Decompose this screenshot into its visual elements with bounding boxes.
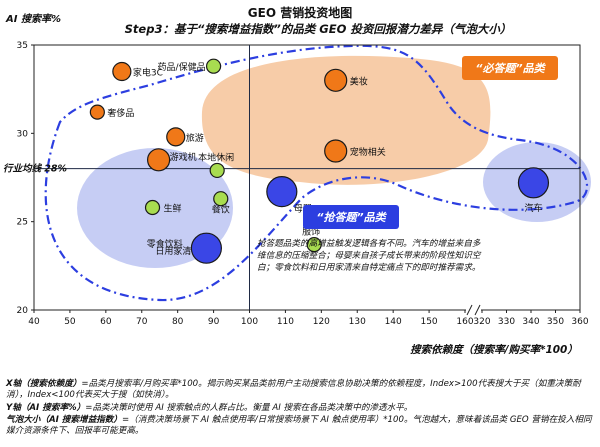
bubble — [324, 68, 348, 92]
bubble — [306, 237, 322, 253]
x-tick-label: 130 — [349, 317, 366, 327]
x-axis-definition: X轴（搜索依赖度）=品类月搜索率/月购买率*100。揭示购买某品类前用户主动搜索… — [6, 379, 594, 401]
bubble — [147, 148, 171, 172]
must-answer-badge-bg — [462, 56, 558, 80]
y-axis-definition: Y轴（AI 搜索率%）=品类决策时使用 AI 搜索触点的人群占比。衡量 AI 搜… — [6, 403, 594, 414]
must-answer-badge-text: “必答题”品类 — [475, 62, 546, 75]
bubble-size-definition-title: 气泡大小（AI 搜索增益指数） — [6, 415, 122, 425]
bubbles — [89, 58, 550, 264]
bubble-label: 零食饮料 — [147, 238, 183, 250]
must-answer-badge: “必答题”品类 — [462, 56, 558, 80]
bubble-label: 药品/保健品 — [158, 61, 206, 73]
quick-answer-cluster-outline — [44, 44, 589, 302]
bubble — [166, 127, 186, 147]
bubble-label: 日用家清 — [155, 245, 191, 257]
x-tick-label: 320 — [473, 317, 490, 327]
explanation-line-3: 白；零食饮料和日用家清来自特定痛点下的即时推荐需求。 — [257, 262, 480, 273]
quick-answer-badge-bg — [303, 205, 399, 229]
x-axis-definition-text: =品类月搜索率/月购买率*100。揭示购买某品类前用户主动搜索信息协助决策的依赖… — [6, 379, 581, 400]
bubble — [213, 191, 229, 207]
reference-lines: 行业均线 28% — [3, 45, 580, 310]
bubble-label: 旅游 — [186, 132, 204, 144]
chart-title: GEO 营销投资地图 — [248, 5, 352, 20]
x-tick-label: 110 — [277, 317, 294, 327]
bubble — [324, 139, 348, 163]
axis-break-mark — [466, 304, 473, 316]
x-axis-title: 搜索依赖度（搜索率/购买率*100） — [410, 343, 578, 356]
bubble-label: 家电3C — [133, 67, 163, 79]
bubble — [190, 232, 222, 264]
cluster-regions — [44, 44, 591, 302]
bubble-size-definition: 气泡大小（AI 搜索增益指数）=（消费决策场景下 AI 触点使用率/日常搜索场景… — [6, 415, 594, 437]
bubble — [205, 58, 222, 74]
average-line-label: 行业均线 28% — [3, 163, 67, 175]
x-tick-label: 120 — [313, 317, 330, 327]
bubble-label: 美妆 — [350, 75, 368, 87]
bubble-size-definition-text: =（消费决策场景下 AI 触点使用率/日常搜索场景下 AI 触点使用率）*100… — [6, 415, 592, 436]
bubble — [89, 104, 105, 120]
bubble — [112, 61, 132, 82]
x-tick-label: 60 — [100, 317, 112, 327]
x-tick-label: 90 — [208, 317, 220, 327]
quick-answer-badge: “抢答题”品类 — [303, 205, 399, 229]
quick-answer-explanation: 抢答题品类的高增益触发逻辑各有不同。汽车的增益来自多 维信息的压缩整合；母婴来自… — [257, 238, 482, 273]
bubble-label: 母婴 — [294, 204, 312, 215]
x-tick-label: 350 — [547, 317, 564, 327]
y-tick-label: 25 — [17, 218, 28, 228]
x-tick-label: 150 — [420, 317, 437, 327]
explanation-line-1: 抢答题品类的高增益触发逻辑各有不同。汽车的增益来自多 — [257, 238, 481, 249]
chart-subtitle: Step3：基于“搜索增益指数”的品类 GEO 投资回报潜力差异（气泡大小） — [125, 22, 512, 36]
y-tick-label: 30 — [17, 129, 29, 139]
x-tick-label: 40 — [28, 317, 40, 327]
bubble-label: 本地休闲 — [198, 151, 234, 163]
plot-frame — [33, 44, 581, 311]
x-tick-label: 160 — [456, 317, 473, 327]
bubble — [209, 162, 225, 179]
bubble-label: 宠物相关 — [350, 146, 386, 158]
x-axis-definition-title: X轴（搜索依赖度） — [6, 379, 82, 389]
bubble-label: 游戏机 — [170, 151, 197, 163]
bubble-label: 奢侈品 — [107, 107, 134, 119]
bubble-label: 生鲜 — [164, 203, 182, 215]
bubble-label: 餐饮 — [212, 204, 230, 216]
x-tick-label: 100 — [241, 317, 258, 327]
y-axis-definition-text: =品类决策时使用 AI 搜索触点的人群占比。衡量 AI 搜索在各品类决策中的渗透… — [85, 403, 413, 413]
bubble — [266, 176, 298, 208]
x-tick-label: 140 — [385, 317, 402, 327]
explanation-line-2: 维信息的压缩整合；母婴来自孩子成长带来的阶段性知识空 — [257, 250, 482, 261]
bubble — [517, 167, 550, 199]
axis-break-gap — [466, 307, 481, 313]
y-tick-label: 20 — [17, 306, 29, 316]
x-tick-label: 50 — [64, 317, 76, 327]
point-labels: 药品/保健品本地休闲生鲜餐饮零食饮料服饰美妆家电3C奢侈品宠物相关旅游游戏机母婴… — [107, 61, 542, 257]
x-tick-label: 70 — [136, 317, 148, 327]
y-tick-label: 35 — [17, 41, 28, 51]
bubble — [144, 199, 161, 216]
x-tick-label: 80 — [172, 317, 184, 327]
bubble-label: 汽车 — [524, 202, 542, 214]
x-tick-label: 360 — [571, 317, 588, 327]
quick-answer-badge-text: “抢答题”品类 — [316, 211, 387, 224]
y-axis-definition-title: Y轴（AI 搜索率%） — [6, 403, 86, 413]
x-tick-label: 330 — [498, 317, 515, 327]
y-axis-title: AI 搜索率% — [5, 13, 61, 25]
must-answer-region — [201, 55, 491, 185]
x-tick-label: 340 — [522, 317, 539, 327]
axis-break-mark — [474, 304, 481, 316]
